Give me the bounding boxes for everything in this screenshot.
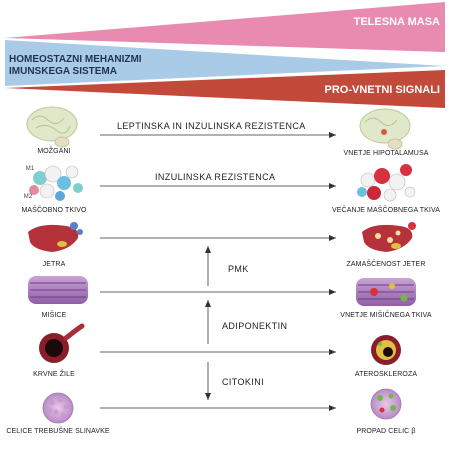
flow-label-leptin-insulin: LEPTINSKA IN INZULINSKA REZISTENCA	[117, 121, 306, 131]
right-label-muscle: VNETJE MIŠIČNEGA TKIVA	[340, 312, 432, 319]
right-label-liver: ZAMAŠČENOST JETER	[346, 261, 426, 268]
left-label-muscle: MIŠICE	[41, 312, 67, 319]
pancreas-cells-icon	[42, 392, 74, 424]
homeostatic-wedge	[5, 40, 445, 86]
fatty-liver-icon	[362, 222, 416, 252]
left-label-vessels: KRVNE ŽILE	[33, 371, 75, 378]
right-label-vessels: ATEROSKLEROZA	[354, 371, 418, 378]
inflamed-muscle-icon	[356, 278, 416, 306]
flow-label-adiponectin: ADIPONEKTIN	[222, 321, 288, 331]
flow-label-cytokines: CITOKINI	[222, 377, 265, 387]
proinflammatory-wedge	[5, 70, 445, 108]
brain-icon	[26, 106, 78, 148]
expanded-adipose-icon	[357, 164, 416, 202]
left-label-pancreas: CELICE TREBUŠNE SLINAVKE	[6, 428, 110, 435]
proinflammatory-label: PRO-VNETNI SIGNALI	[324, 84, 440, 96]
flow-label-insulin: INZULINSKA REZISTENCA	[155, 172, 276, 182]
left-label-liver: JETRA	[42, 261, 66, 268]
homeostatic-label-line2: IMUNSKEGA SISTEMA	[9, 66, 117, 77]
muscle-icon	[28, 276, 88, 304]
flow-label-pmk: PMK	[228, 264, 249, 274]
right-label-hypothalamus: VNETJE HIPOTALAMUSA	[343, 150, 429, 157]
left-label-brain: MOŽGANI	[37, 148, 71, 155]
adipose-tissue-icon	[29, 165, 83, 201]
blood-vessel-icon	[39, 323, 85, 363]
right-label-adipose: VEČANJE MAŠČOBNEGA TKIVA	[332, 207, 440, 214]
body-mass-label: TELESNA MASA	[353, 16, 440, 28]
left-label-adipose: MAŠČOBNO TKIVO	[21, 207, 87, 214]
body-mass-wedge	[5, 2, 445, 52]
right-label-pancreas: PROPAD CELIC β	[356, 428, 416, 435]
homeostatic-label-line1: HOMEOSTAZNI MEHANIZMI	[9, 54, 142, 65]
atherosclerosis-icon	[371, 335, 401, 365]
m1-marker: M1	[25, 166, 35, 172]
inflamed-hypothalamus-icon	[359, 108, 411, 150]
m2-marker: M2	[23, 194, 33, 200]
liver-icon	[28, 222, 83, 252]
beta-cell-death-icon	[370, 388, 402, 420]
